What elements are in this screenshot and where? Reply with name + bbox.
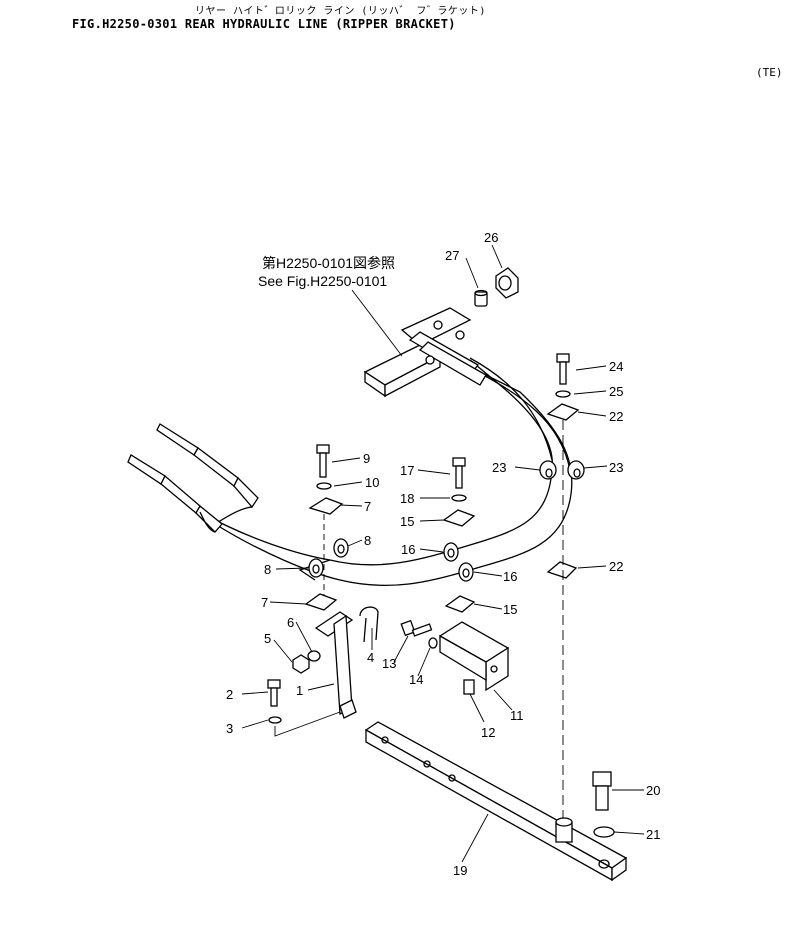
callout-23-left: 23: [492, 460, 506, 475]
grommet-16-b: [458, 562, 474, 582]
reference-jp: 第H2250-0101図参照: [262, 255, 395, 271]
callout-26: 26: [484, 230, 498, 245]
leader-lines: [241, 244, 645, 863]
callout-21: 21: [646, 827, 660, 842]
reference-en: See Fig.H2250-0101: [258, 273, 387, 289]
bolt-2: [267, 679, 281, 707]
callout-18: 18: [400, 491, 414, 506]
grommet-8-a: [333, 538, 349, 558]
guide-line-1: [274, 711, 341, 737]
callout-16-left: 16: [401, 542, 415, 557]
clamp-22-upper: [546, 403, 580, 421]
callout-23-right: 23: [609, 460, 623, 475]
callout-22-lower: 22: [609, 559, 623, 574]
callout-16-right: 16: [503, 569, 517, 584]
callout-10: 10: [365, 475, 379, 490]
bolt-9: [316, 444, 330, 478]
bar-19: [364, 721, 628, 882]
u-bolt-4: [359, 606, 379, 643]
washer-10: [316, 482, 332, 490]
washer-21: [593, 826, 615, 838]
nut-26: [495, 267, 519, 299]
washer-6: [307, 650, 321, 662]
callout-22-upper: 22: [609, 409, 623, 424]
clamp-22-lower: [546, 561, 578, 579]
washer-18: [451, 494, 467, 502]
callout-9: 9: [363, 451, 370, 466]
bracket-1: [314, 611, 357, 719]
washer-14: [428, 637, 438, 649]
clamp-15-lower: [444, 595, 476, 613]
bolt-20: [592, 771, 612, 811]
clamp-15-upper: [442, 509, 476, 527]
figure-title: FIG.H2250-0301 REAR HYDRAULIC LINE (RIPP…: [72, 17, 456, 31]
callout-5: 5: [264, 631, 271, 646]
callout-19: 19: [453, 863, 467, 878]
callout-20: 20: [646, 783, 660, 798]
callout-25: 25: [609, 384, 623, 399]
valve-block: [363, 307, 487, 398]
callout-3: 3: [226, 721, 233, 736]
callout-4: 4: [367, 650, 374, 665]
clamp-23-left: [539, 460, 557, 480]
callout-17: 17: [400, 463, 414, 478]
japanese-title: リヤー ハイト゛ロリック ライン (リッハ゛ フ゛ラケット): [195, 6, 486, 17]
callout-8-right: 8: [364, 533, 371, 548]
callout-15-lower: 15: [503, 602, 517, 617]
callout-labels: 1 2 3 4 5 6 7 7 8 8 9 10 11 12 13 14 15 …: [226, 230, 660, 878]
model-code: (TE): [756, 66, 783, 79]
fitting-27: [474, 289, 488, 307]
clamp-7-upper: [308, 497, 344, 515]
callout-7-lower: 7: [261, 595, 268, 610]
callout-8-left: 8: [264, 562, 271, 577]
callout-15-upper: 15: [400, 514, 414, 529]
callout-1: 1: [296, 683, 303, 698]
callout-13: 13: [382, 656, 396, 671]
nut-5: [292, 654, 310, 674]
clamp-23-right: [567, 460, 585, 480]
callout-7-upper: 7: [364, 499, 371, 514]
callout-2: 2: [226, 687, 233, 702]
callout-11: 11: [510, 708, 524, 723]
washer-25: [555, 390, 571, 398]
callout-6: 6: [287, 615, 294, 630]
bracket-11: [438, 621, 510, 692]
bolt-12: [463, 679, 475, 695]
grommet-16-a: [443, 542, 459, 562]
grommet-8-b: [308, 558, 324, 578]
bolt-24: [556, 353, 570, 385]
callout-27: 27: [445, 248, 459, 263]
hose-end-upper: [156, 423, 259, 525]
bolt-13: [400, 619, 433, 637]
bolt-17: [452, 457, 466, 489]
clamp-7-lower: [304, 593, 338, 611]
washer-3: [268, 716, 282, 724]
callout-14: 14: [409, 672, 423, 687]
callout-12: 12: [481, 725, 495, 740]
callout-24: 24: [609, 359, 623, 374]
hose-end-lower: [127, 454, 223, 533]
